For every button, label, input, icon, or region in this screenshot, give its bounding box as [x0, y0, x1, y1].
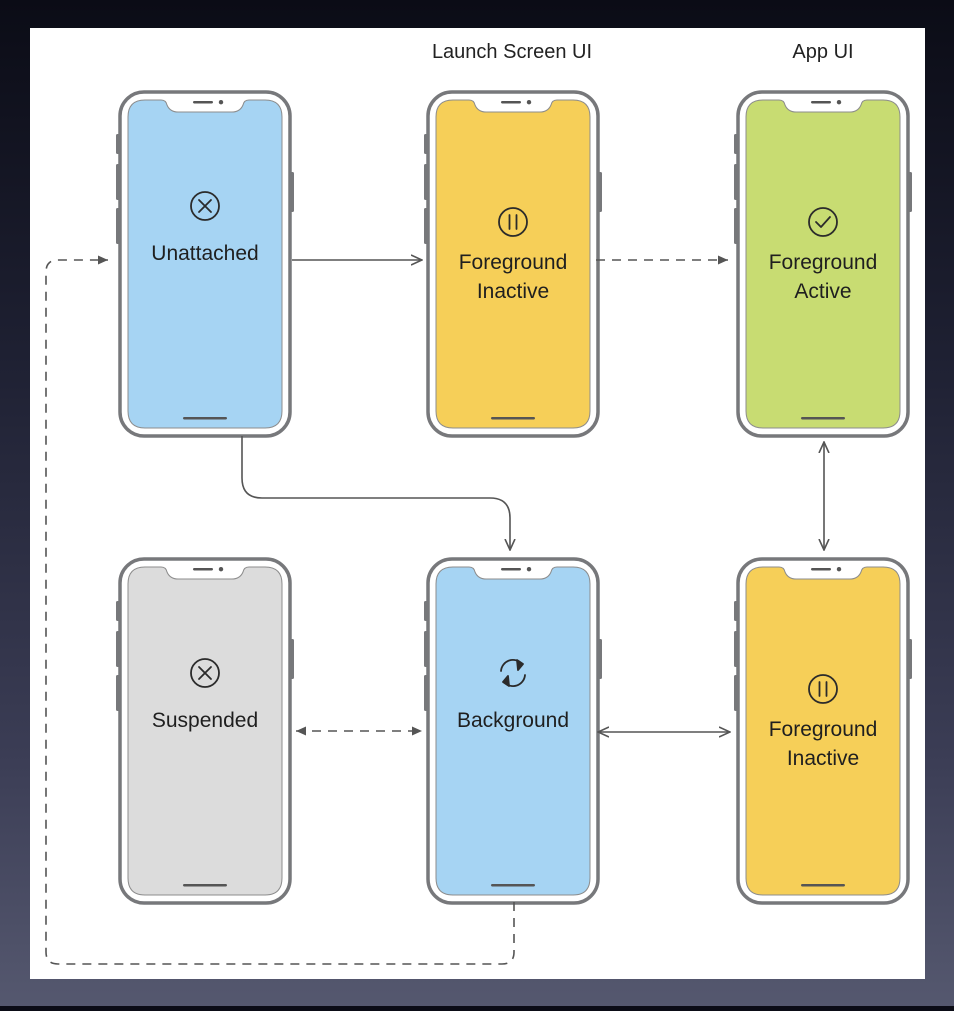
phone-screen: [435, 566, 591, 896]
arrows-layer: [45, 255, 824, 965]
app-ui-header: App UI: [792, 41, 853, 63]
state-label: Background: [457, 709, 569, 732]
phone-screen: [435, 99, 591, 429]
phone-camera: [526, 567, 532, 572]
state-label-line: Foreground: [769, 251, 878, 274]
check-circle-icon: [808, 207, 838, 237]
phone-unattached: Unattached: [116, 90, 294, 438]
launch-screen-ui-header: Launch Screen UI: [432, 41, 592, 63]
state-label-line: Active: [794, 280, 851, 303]
refresh-arrows-icon: [500, 659, 526, 687]
phone-screen: [745, 566, 901, 896]
phone-camera: [218, 567, 224, 572]
state-label-line: Suspended: [152, 709, 258, 732]
state-label-line: Inactive: [787, 747, 859, 770]
phone-camera: [836, 100, 842, 105]
state-label-line: Inactive: [477, 280, 549, 303]
state-label-line: Foreground: [769, 718, 878, 741]
state-label: Unattached: [151, 242, 258, 265]
state-label-line: Unattached: [151, 242, 258, 265]
state-label-line: Background: [457, 709, 569, 732]
phone-home-indicator: [491, 417, 535, 420]
phone-screen: [745, 99, 901, 429]
phone-home-indicator: [801, 884, 845, 887]
phone-camera: [526, 100, 532, 105]
pause-circle-icon: [498, 207, 528, 237]
x-circle-icon: [190, 658, 220, 688]
phone-camera: [836, 567, 842, 572]
phone-home-indicator: [183, 884, 227, 887]
phone-screen: [127, 566, 283, 896]
phone-speaker: [811, 568, 831, 571]
phone-speaker: [501, 101, 521, 104]
phone-home-indicator: [491, 884, 535, 887]
phone-background: Background: [424, 557, 602, 905]
phone-speaker: [193, 101, 213, 104]
phone-camera: [218, 100, 224, 105]
phone-speaker: [811, 101, 831, 104]
phone-speaker: [193, 568, 213, 571]
state-label: Suspended: [152, 709, 258, 732]
arrow-background-to-unattached-loop: [45, 255, 515, 965]
phone-speaker: [501, 568, 521, 571]
arrow-unattached-to-background: [241, 436, 510, 550]
state-label-line: Foreground: [459, 251, 568, 274]
phone-home-indicator: [801, 417, 845, 420]
phone-suspended: Suspended: [116, 557, 294, 905]
x-circle-icon: [190, 191, 220, 221]
phone-screen: [127, 99, 283, 429]
phone-home-indicator: [183, 417, 227, 420]
pause-circle-icon: [808, 674, 838, 704]
